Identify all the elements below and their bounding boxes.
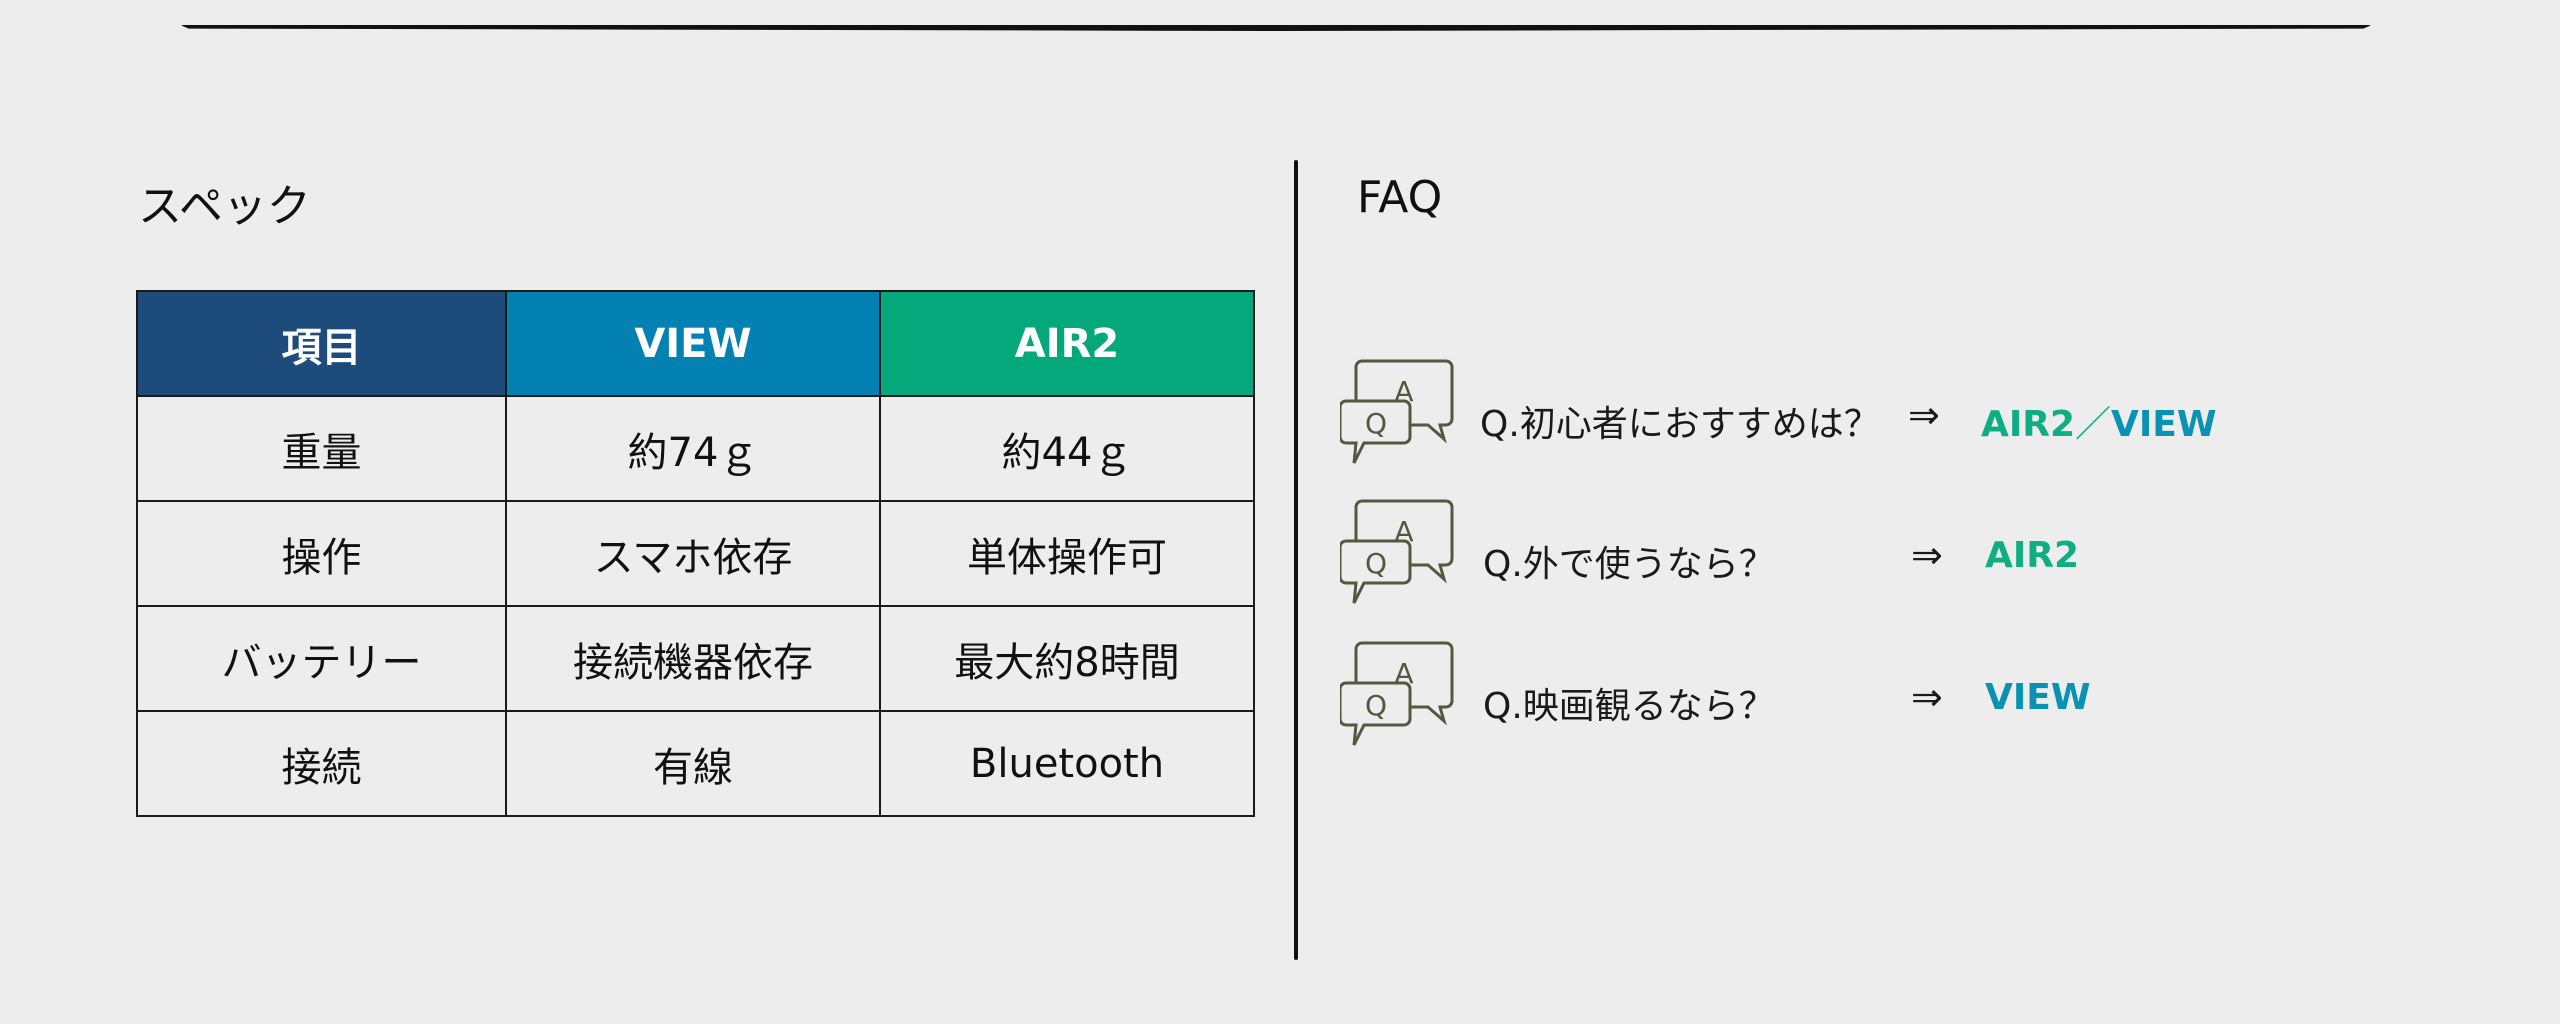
faq-arrow: ⇒ xyxy=(1911,675,1943,719)
spec-header-item: 項目 xyxy=(136,290,507,397)
table-row: 重量 約74ｇ 約44ｇ xyxy=(136,395,1255,502)
spec-header-row: 項目 VIEW AIR2 xyxy=(136,290,1255,397)
top-divider-line xyxy=(180,25,2372,31)
spec-cell-label: 重量 xyxy=(136,395,507,502)
faq-arrow: ⇒ xyxy=(1911,533,1943,577)
qa-speech-bubbles-icon: A Q xyxy=(1340,641,1454,746)
faq-question: Q.初心者におすすめは？ xyxy=(1480,404,1880,445)
table-row: 接続 有線 Bluetooth xyxy=(136,710,1255,817)
spec-cell-label: 接続 xyxy=(136,710,507,817)
spec-cell-label: 操作 xyxy=(136,500,507,607)
faq-answer-view: VIEW xyxy=(2111,404,2217,445)
spec-title: スペック xyxy=(138,181,311,232)
spec-cell-view: 約74ｇ xyxy=(505,395,881,502)
qa-speech-bubbles-icon: A Q xyxy=(1340,359,1454,464)
faq-answer-air2: AIR2 xyxy=(1981,404,2076,445)
spec-cell-air2: 単体操作可 xyxy=(879,500,1255,607)
faq-answer: AIR2／VIEW xyxy=(1981,395,2217,447)
faq-item: A Q Q.初心者におすすめは？ ⇒ AIR2／VIEW xyxy=(1340,355,2440,475)
table-row: バッテリー 接続機器依存 最大約8時間 xyxy=(136,605,1255,712)
spec-cell-air2: Bluetooth xyxy=(879,710,1255,817)
table-row: 操作 スマホ依存 単体操作可 xyxy=(136,500,1255,607)
faq-item: A Q Q.外で使うなら？ ⇒ AIR2 xyxy=(1340,495,2440,615)
vertical-divider xyxy=(1294,160,1298,960)
svg-text:Q: Q xyxy=(1365,407,1387,440)
spec-header-view: VIEW xyxy=(505,290,881,397)
spec-header-air2: AIR2 xyxy=(879,290,1255,397)
spec-table: 項目 VIEW AIR2 重量 約74ｇ 約44ｇ 操作 スマホ依存 単体操作可… xyxy=(136,290,1255,817)
spec-cell-air2: 最大約8時間 xyxy=(879,605,1255,712)
svg-text:Q: Q xyxy=(1365,547,1387,580)
spec-cell-view: 有線 xyxy=(505,710,881,817)
spec-cell-view: スマホ依存 xyxy=(505,500,881,607)
spec-cell-label: バッテリー xyxy=(136,605,507,712)
faq-question: Q.映画観るなら？ xyxy=(1483,686,1775,727)
qa-speech-bubbles-icon: A Q xyxy=(1340,499,1454,604)
faq-answer-air2: AIR2 xyxy=(1985,535,2080,576)
faq-answer-view: VIEW xyxy=(1985,677,2091,718)
faq-arrow: ⇒ xyxy=(1908,393,1940,437)
svg-text:Q: Q xyxy=(1365,689,1387,722)
faq-question: Q.外で使うなら？ xyxy=(1483,544,1775,585)
spec-cell-air2: 約44ｇ xyxy=(879,395,1255,502)
faq-answer-separator: ／ xyxy=(2075,404,2112,445)
faq-title: FAQ xyxy=(1357,172,1443,223)
faq-item: A Q Q.映画観るなら？ ⇒ VIEW xyxy=(1340,637,2440,757)
spec-cell-view: 接続機器依存 xyxy=(505,605,881,712)
